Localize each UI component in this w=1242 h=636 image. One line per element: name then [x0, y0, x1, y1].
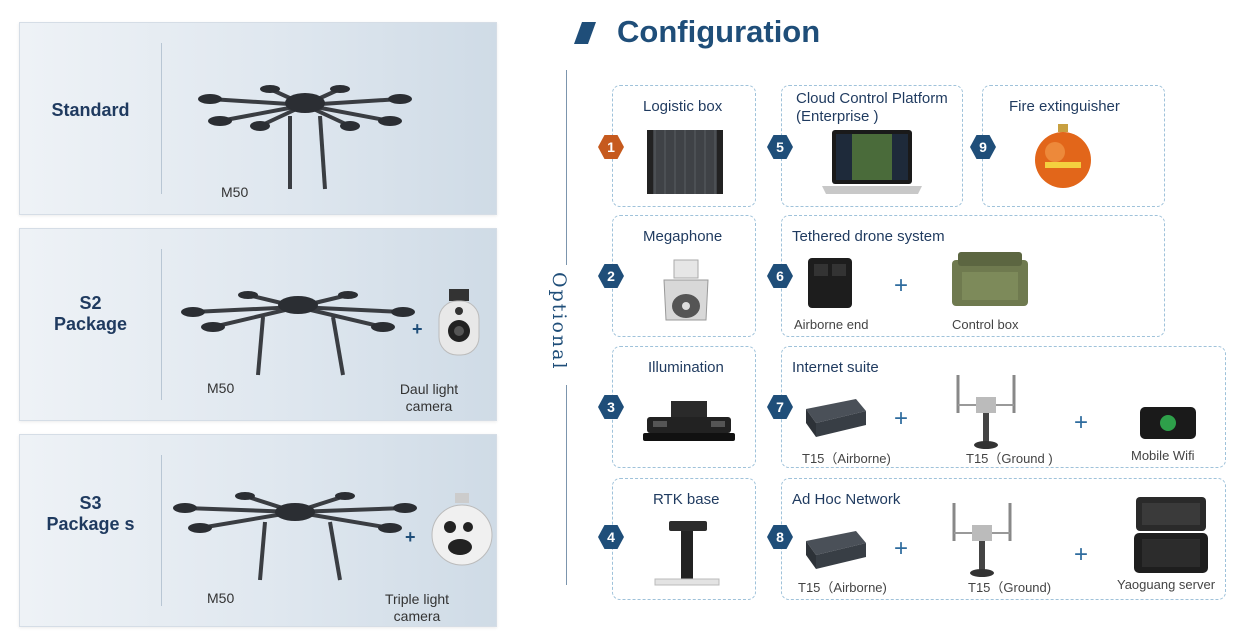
hexacopter-drone-image — [181, 291, 415, 376]
title-accent-mark — [573, 22, 597, 44]
camera-label: Daul light camera — [399, 381, 459, 414]
item-fire-extinguisher: Fire extinguisher — [982, 85, 1165, 207]
item-number-badge: 1 — [598, 135, 624, 159]
item-title: Illumination — [648, 359, 724, 376]
package-name: S2 Package — [53, 293, 128, 334]
item-title: Ad Hoc Network — [792, 491, 901, 508]
rtk-base-image — [654, 521, 720, 586]
fire-extinguisher-ball-image — [1035, 124, 1091, 188]
illumination-light-image — [643, 401, 735, 441]
part-label: T15（Ground) — [968, 580, 1052, 595]
page-title: Configuration — [617, 14, 821, 49]
package-name: S3 Package s — [46, 493, 135, 534]
logistic-box-image — [647, 130, 723, 194]
model-label: M50 — [207, 380, 235, 396]
package-card-standard: Standard M50 — [19, 22, 497, 215]
model-label: M50 — [207, 590, 235, 606]
part-label: T15（Airborne) — [802, 451, 891, 466]
item-logistic-box: Logistic box — [612, 85, 756, 207]
camera-label: Triple light camera — [384, 591, 450, 624]
package-name: Standard — [51, 100, 130, 120]
item-title: Megaphone — [643, 228, 723, 245]
hexacopter-drone-image — [173, 492, 417, 581]
t15-ground-antenna-image — [952, 503, 1012, 577]
item-title: Fire extinguisher — [1009, 98, 1120, 115]
plus-sign: + — [1074, 541, 1089, 568]
part-label: T15（Airborne) — [798, 580, 887, 595]
item-number-badge: 9 — [970, 135, 996, 159]
control-box-image — [952, 252, 1028, 306]
plus-sign: + — [894, 535, 909, 562]
plus-sign: + — [412, 319, 423, 339]
t15-airborne-image — [806, 531, 866, 569]
item-title: Cloud Control Platform (Enterprise ) — [796, 90, 948, 125]
item-rtk-base: RTK base — [612, 478, 756, 600]
model-label: M50 — [221, 184, 249, 200]
optional-line-bottom — [566, 385, 567, 585]
item-ad-hoc-network: Ad Hoc Network + + T15（Airborne) T15（Gro… — [781, 478, 1226, 600]
item-tethered-drone-system: Tethered drone system + Airborne end Con… — [781, 215, 1165, 337]
item-megaphone: Megaphone — [612, 215, 756, 337]
airborne-end-image — [808, 258, 852, 308]
item-cloud-control-platform: Cloud Control Platform (Enterprise ) — [781, 85, 963, 207]
item-title: Tethered drone system — [792, 228, 945, 245]
part-label: T15（Ground ) — [966, 451, 1053, 466]
package-card-s2: S2 Package + M50 Daul light camera — [19, 228, 497, 421]
item-number-badge: 4 — [598, 525, 624, 549]
card-divider — [161, 43, 162, 194]
item-title: Logistic box — [643, 98, 723, 115]
optional-label: Optional — [548, 272, 570, 371]
item-title: RTK base — [653, 491, 720, 508]
item-number-badge: 8 — [767, 525, 793, 549]
item-number-badge: 7 — [767, 395, 793, 419]
item-number-badge: 6 — [767, 264, 793, 288]
t15-ground-antenna-image — [956, 375, 1016, 449]
card-divider — [161, 455, 162, 606]
part-label: Airborne end — [794, 317, 869, 332]
dual-light-camera-image — [438, 289, 480, 356]
yaoguang-server-case-image — [1134, 497, 1208, 573]
laptop-image — [822, 130, 922, 194]
hexacopter-drone-image — [198, 85, 412, 190]
item-number-badge: 5 — [767, 135, 793, 159]
part-label: Mobile Wifi — [1131, 448, 1195, 463]
t15-airborne-image — [806, 399, 866, 437]
item-internet-suite: Internet suite + + T15（Airborne) T15（Gro… — [781, 346, 1226, 468]
plus-sign: + — [894, 272, 909, 299]
item-illumination: Illumination — [612, 346, 756, 468]
triple-light-camera-image — [431, 493, 493, 566]
item-number-badge: 3 — [598, 395, 624, 419]
plus-sign: + — [894, 405, 909, 432]
mobile-wifi-image — [1140, 407, 1196, 439]
package-card-s3: S3 Package s + M50 Triple light camera — [19, 434, 497, 627]
card-divider — [161, 249, 162, 400]
plus-sign: + — [1074, 409, 1089, 436]
plus-sign: + — [405, 527, 416, 547]
megaphone-image — [663, 259, 709, 321]
optional-line-top — [566, 70, 567, 265]
item-title: Internet suite — [792, 359, 879, 376]
item-number-badge: 2 — [598, 264, 624, 288]
part-label: Control box — [952, 317, 1019, 332]
part-label: Yaoguang server — [1117, 577, 1216, 592]
